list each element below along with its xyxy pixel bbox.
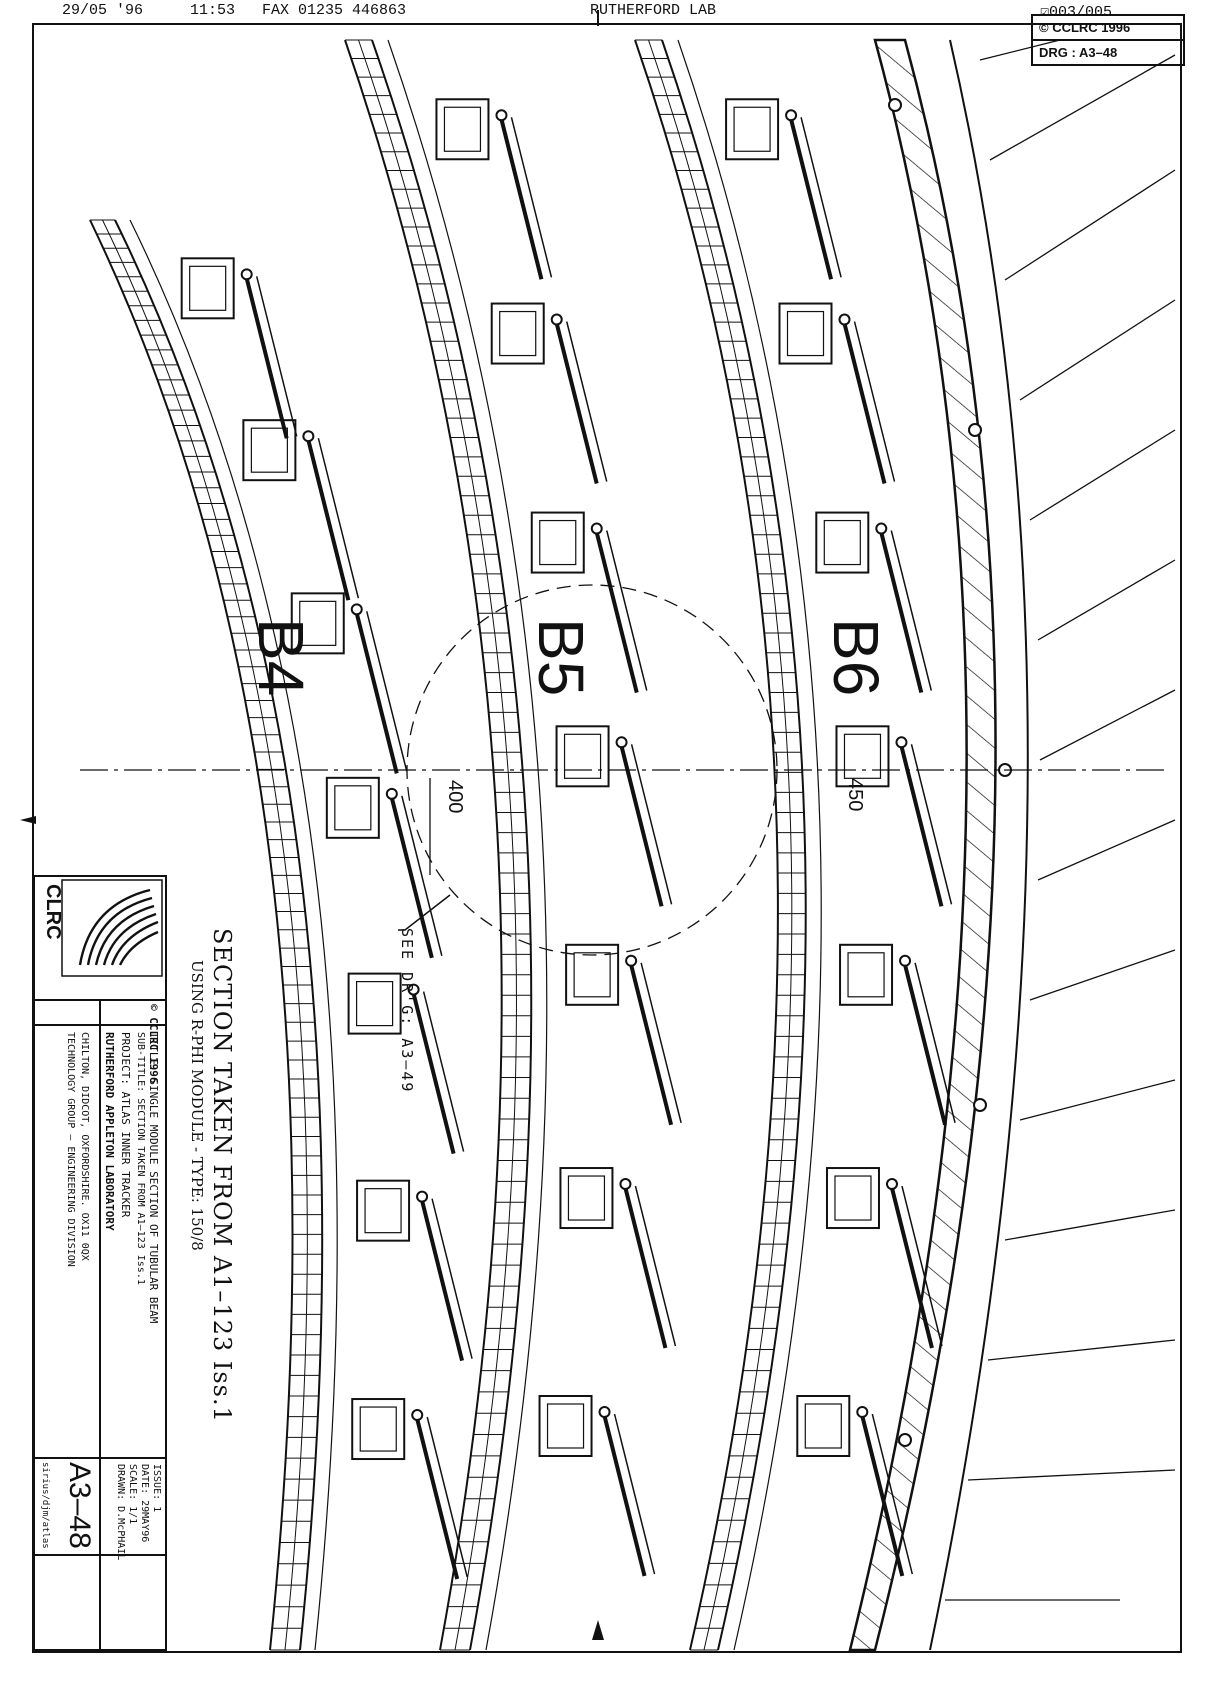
corner-drawing-ref: DRG : A3–48	[1033, 39, 1183, 64]
layer-label-b4: B4	[245, 618, 317, 697]
title-block-lab: RUTHERFORD APPLETON LABORATORY	[103, 1032, 116, 1231]
arc-tiles	[90, 39, 806, 1651]
shell-pin	[968, 423, 982, 437]
sheet-border	[32, 23, 1182, 1653]
dimension-450: 450	[844, 778, 866, 812]
left-center-mark	[20, 816, 36, 824]
fax-sender: RUTHERFORD LAB	[590, 2, 717, 19]
title-block-project: PROJECT: ATLAS INNER TRACKER	[119, 1032, 132, 1218]
shell-pin	[898, 1433, 912, 1447]
clrc-logo-icon	[78, 888, 159, 966]
shell-pin	[888, 98, 902, 112]
fax-header: 29/05 '96 11:53 FAX 01235 446863 RUTHERF…	[0, 0, 1216, 24]
title-block-date: DATE: 29MAY96	[139, 1464, 150, 1543]
barrel-layer-b6	[634, 39, 822, 1651]
layer-label-b5: B5	[525, 618, 597, 697]
title-block-drawn: DRAWN: D.McPHAIL	[115, 1464, 126, 1561]
title-block-scale: SCALE: 1/1	[127, 1464, 138, 1525]
dimension-400: 400	[444, 780, 466, 814]
modules	[180, 98, 956, 1580]
section-title: SECTION TAKEN FROM A1–123 Iss.1	[208, 928, 236, 1423]
shell-pin	[973, 1098, 987, 1112]
outer-hatch-region	[945, 39, 1176, 1601]
callout-leader	[398, 894, 451, 931]
support-shell-hatched	[848, 38, 997, 1652]
outer-cylinder-line	[929, 39, 1029, 1651]
title-block-division: TECHNOLOGY GROUP – ENGINEERING DIVISION	[65, 1032, 76, 1267]
title-block-title: TITLE: SINGLE MODULE SECTION OF TUBULAR …	[147, 1032, 160, 1324]
barrel-layer-b5	[344, 39, 548, 1651]
title-block-frame	[33, 875, 167, 1651]
clrc-logo-text: CLRC	[42, 884, 64, 940]
title-block-file-path: sirius/djm/atlas	[40, 1462, 50, 1549]
title-block-subtitle: SUB-TITLE: SECTION TAKEN FROM A1–123 Iss…	[135, 1032, 146, 1285]
section-subtitle: USING R-PHI MODULE - TYPE: 150/8	[188, 960, 206, 1251]
title-block-issue: ISSUE: 1	[151, 1464, 162, 1513]
bottom-center-mark	[592, 1620, 604, 1640]
title-block-drawing-number: A3–48	[63, 1462, 96, 1549]
fax-number: FAX 01235 446863	[262, 2, 407, 19]
fax-date: 29/05 '96	[62, 2, 144, 19]
layer-label-b6: B6	[820, 618, 892, 697]
fax-page: ☑003/005	[1040, 4, 1113, 21]
title-block-address: CHILTON, DIDCOT, OXFORDSHIRE. OX11 0QX	[79, 1032, 90, 1261]
callout-see-drawing: SEE DR'G: A3–49	[398, 928, 416, 1094]
fax-time: 11:53	[190, 2, 236, 19]
detail-circle	[406, 584, 778, 956]
